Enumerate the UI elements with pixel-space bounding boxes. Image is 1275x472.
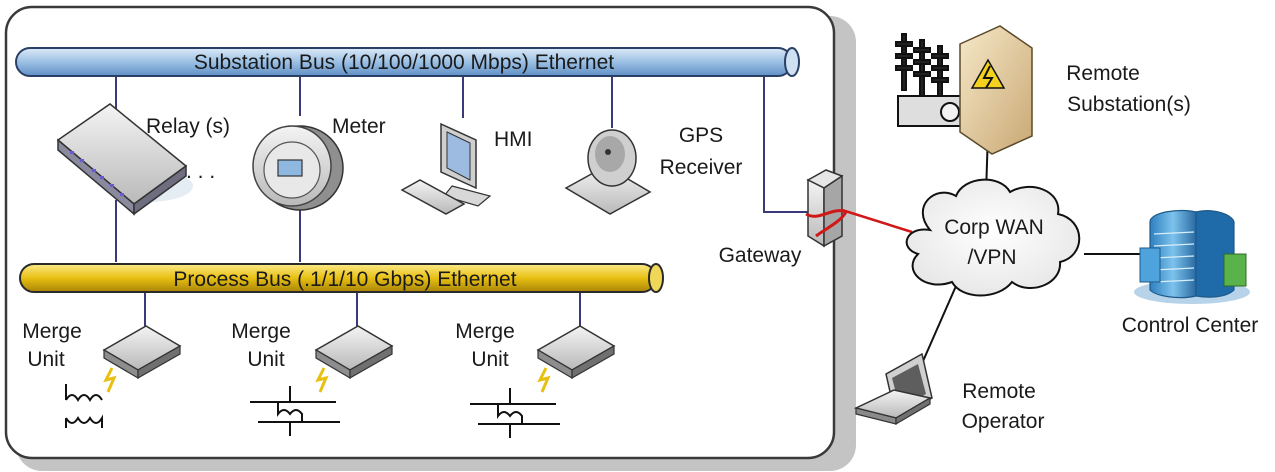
remote-substation-label-line2: Substation(s) (1067, 93, 1191, 116)
process-bus-label: Process Bus (.1/1/10 Gbps) Ethernet (173, 268, 516, 291)
merge-unit-icon (102, 325, 182, 393)
laptop-icon (853, 352, 933, 426)
merge-unit-3-line2: Unit (471, 348, 509, 371)
remote-substation-label-line1: Remote (1066, 62, 1140, 85)
merge-unit-3-line1: Merge (455, 320, 515, 343)
remote-operator-label-line2: Operator (962, 410, 1045, 433)
relay-icon (56, 103, 193, 216)
gateway-wan-link (841, 208, 913, 234)
wan-label-line2: /VPN (967, 246, 1016, 269)
relay-label: Relay (s) (146, 115, 230, 138)
voltage-transformer-icon (250, 386, 340, 436)
hmi-label: HMI (494, 128, 533, 151)
substation-bus-links (115, 76, 808, 326)
merge-unit-1-line1: Merge (22, 320, 82, 343)
merge-unit-1-line2: Unit (27, 348, 65, 371)
merge-unit-icon (536, 325, 616, 393)
merge-unit-icon (314, 325, 394, 393)
hmi-icon (400, 122, 492, 215)
relay-ellipsis: . . . (186, 160, 215, 183)
gateway-label: Gateway (719, 244, 802, 267)
substation-bus: Substation Bus (10/100/1000 Mbps) Ethern… (15, 47, 800, 77)
merge-unit-2-line1: Merge (231, 320, 291, 343)
gps-label-line2: Receiver (660, 156, 743, 179)
control-center-label: Control Center (1122, 314, 1259, 337)
remote-substation-icon (895, 25, 1033, 155)
meter-icon (252, 125, 344, 211)
current-transformer-icon (65, 384, 103, 428)
gateway-icon (805, 169, 849, 248)
control-center-building-icon (1134, 209, 1250, 304)
gps-receiver-icon (564, 129, 652, 215)
meter-label: Meter (332, 115, 386, 138)
process-bus: Process Bus (.1/1/10 Gbps) Ethernet (19, 263, 664, 293)
substation-bus-label: Substation Bus (10/100/1000 Mbps) Ethern… (194, 51, 614, 74)
remote-operator-label-line1: Remote (962, 380, 1036, 403)
wan-label-line1: Corp WAN (944, 216, 1044, 239)
gps-label-line1: GPS (679, 124, 723, 147)
wan-cloud-icon (905, 178, 1081, 297)
merge-unit-2-line2: Unit (247, 348, 285, 371)
voltage-transformer-icon (470, 388, 560, 438)
